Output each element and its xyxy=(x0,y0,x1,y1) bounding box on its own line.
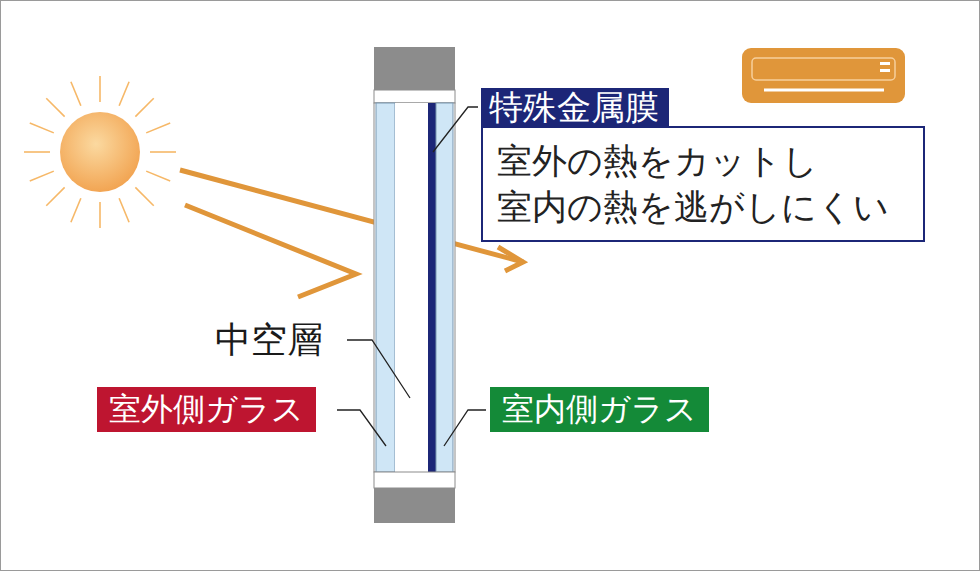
sun-ray xyxy=(135,98,153,116)
inner-glass-label: 室内側ガラス xyxy=(490,387,709,432)
inner-glass xyxy=(436,103,453,472)
sun-ray xyxy=(99,76,101,102)
outer-glass-label: 室外側ガラス xyxy=(97,387,316,432)
sun xyxy=(60,112,140,192)
layer-label: 中空層 xyxy=(215,318,323,362)
sun-ray xyxy=(71,82,81,106)
sun-ray xyxy=(135,187,153,205)
heat-arrows xyxy=(180,170,523,297)
label-box: 室外側ガラス xyxy=(97,387,316,432)
sun-ray xyxy=(119,198,129,222)
leader-line xyxy=(433,107,478,152)
sun-ray xyxy=(146,171,170,181)
sun-ray xyxy=(99,202,101,228)
leader-line xyxy=(444,410,486,446)
window-section xyxy=(374,47,455,523)
callout-box: 特殊金属膜室外の熱をカットし 室内の熱を逃がしにくい xyxy=(481,88,925,242)
sun-ray xyxy=(146,123,170,133)
hollow-layer xyxy=(395,103,428,472)
leader-lines xyxy=(337,107,486,446)
transmitted-heat-arrow xyxy=(180,170,523,262)
leader-line xyxy=(337,410,386,446)
leader-line xyxy=(347,340,410,398)
metal-film xyxy=(428,103,436,472)
sun-ray xyxy=(30,123,54,133)
callout-heading: 特殊金属膜 xyxy=(481,88,669,126)
arrow-head xyxy=(498,247,523,271)
sun-ray xyxy=(46,187,64,205)
air-conditioner xyxy=(742,48,905,103)
sun-ray xyxy=(71,198,81,222)
sun-ray xyxy=(24,151,50,153)
sun-ray xyxy=(30,171,54,181)
callout-body: 室外の熱をカットし 室内の熱を逃がしにくい xyxy=(481,126,925,242)
reflected-heat-arrow xyxy=(185,205,356,297)
outer-glass xyxy=(376,103,395,472)
sun-rays xyxy=(24,76,176,228)
sun-ray xyxy=(46,98,64,116)
sun-ray xyxy=(119,82,129,106)
sun-ray xyxy=(150,151,176,153)
label-box: 室内側ガラス xyxy=(490,387,709,432)
